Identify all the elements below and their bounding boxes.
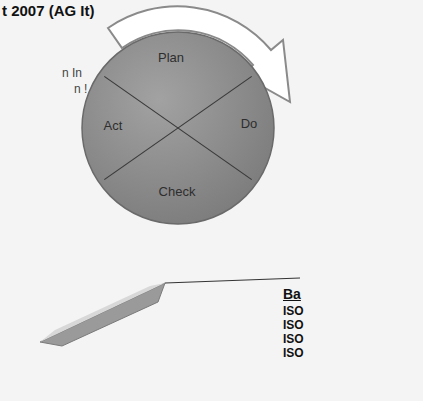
phase-label: Check bbox=[159, 184, 196, 199]
phase-label: Plan bbox=[158, 50, 184, 65]
note-text: n In bbox=[62, 66, 82, 80]
note-text: n ! bbox=[74, 82, 87, 96]
phase-label: Act bbox=[104, 118, 123, 133]
note-text: ISO bbox=[283, 346, 304, 360]
cycle-arrow-tail bbox=[40, 283, 165, 346]
pdca-circle: PlanDoCheck Act bbox=[81, 31, 275, 225]
section-heading: Ba bbox=[283, 286, 301, 302]
note-text: ISO bbox=[283, 332, 304, 346]
cycle-arrow-tail-light bbox=[40, 283, 165, 342]
phase-label: Do bbox=[241, 116, 258, 131]
divider-line bbox=[165, 278, 300, 283]
circle-shape bbox=[82, 32, 274, 224]
quadrant-divider bbox=[104, 76, 251, 179]
quadrant-divider bbox=[104, 76, 251, 179]
note-text: ISO bbox=[283, 318, 304, 332]
note-text: ISO bbox=[283, 304, 304, 318]
header-text: t 2007 (AG It) bbox=[2, 2, 95, 19]
